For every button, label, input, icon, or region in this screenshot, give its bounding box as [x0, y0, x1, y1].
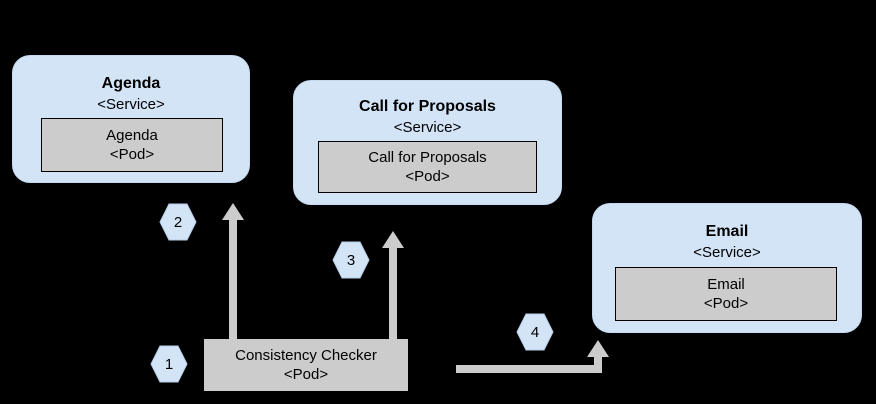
step-badge-1[interactable]: 1: [150, 345, 188, 383]
arrow-to-call-for-proposals: [382, 231, 404, 341]
hexagon-icon: [150, 345, 188, 383]
step-badge-4[interactable]: 4: [516, 313, 554, 351]
pod-box-agenda[interactable]: Agenda <Pod>: [41, 118, 223, 172]
service-card-email[interactable]: Email <Service> Email <Pod>: [592, 203, 862, 333]
service-kind-call-for-proposals: <Service>: [393, 119, 462, 136]
arrow-to-email: [456, 340, 609, 373]
arrow-to-agenda: [222, 203, 244, 343]
pod-kind-consistency-checker: <Pod>: [283, 366, 329, 383]
step-badge-2-label: 2: [173, 213, 183, 231]
service-card-call-for-proposals[interactable]: Call for Proposals <Service> Call for Pr…: [293, 80, 562, 205]
step-badge-1-label: 1: [164, 355, 174, 373]
step-badge-4-label: 4: [530, 323, 540, 341]
hexagon-icon: [516, 313, 554, 351]
service-card-agenda[interactable]: Agenda <Service> Agenda <Pod>: [12, 55, 250, 183]
service-title-agenda: Agenda: [101, 75, 161, 92]
pod-name-call-for-proposals: Call for Proposals: [368, 149, 487, 166]
pod-box-call-for-proposals[interactable]: Call for Proposals <Pod>: [318, 141, 537, 193]
step-badge-2[interactable]: 2: [159, 203, 197, 241]
pod-name-agenda: Agenda: [106, 127, 158, 144]
pod-kind-agenda: <Pod>: [109, 146, 155, 163]
service-kind-agenda: <Service>: [97, 96, 165, 113]
service-title-email: Email: [705, 223, 749, 240]
pod-name-consistency-checker: Consistency Checker: [235, 347, 377, 364]
pod-name-email: Email: [707, 276, 745, 293]
pod-box-email[interactable]: Email <Pod>: [615, 267, 837, 321]
service-kind-email: <Service>: [693, 244, 761, 261]
service-title-call-for-proposals: Call for Proposals: [359, 98, 496, 115]
pod-kind-email: <Pod>: [703, 295, 749, 312]
hexagon-icon: [159, 203, 197, 241]
pod-kind-call-for-proposals: <Pod>: [405, 168, 450, 185]
step-badge-3-label: 3: [346, 251, 356, 269]
hexagon-icon: [332, 241, 370, 279]
step-badge-3[interactable]: 3: [332, 241, 370, 279]
pod-box-consistency-checker[interactable]: Consistency Checker <Pod>: [203, 338, 409, 392]
